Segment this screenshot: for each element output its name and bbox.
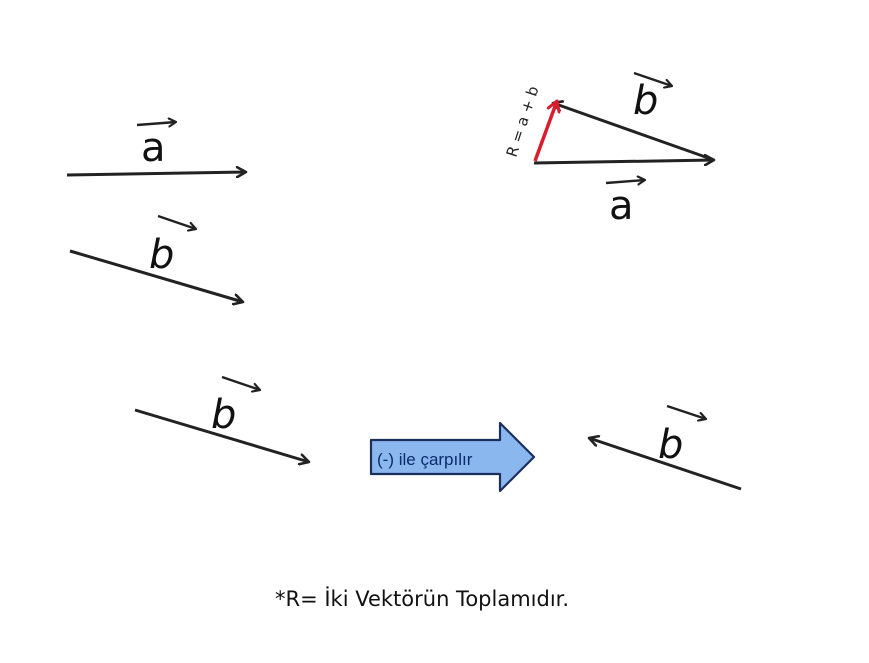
vector-b-label-arrow (157, 214, 196, 229)
sum-b-label-arrow (633, 71, 672, 86)
sum-a-label: a (609, 183, 634, 229)
resultant-label: R = a + b (503, 84, 543, 159)
vector-a: a (66, 122, 246, 175)
vector-a-label-arrow (136, 122, 176, 125)
footnote-text: *R= İki Vektörün Toplamıdır. (275, 586, 569, 611)
operation-label: (-) ile çarpılır (377, 450, 473, 469)
sum-vector-a-line (533, 160, 714, 163)
vector-b-negated-label: b (658, 422, 683, 468)
vector-a-line (66, 172, 246, 175)
vector-b-negated: b (589, 404, 742, 491)
multiply-by-negative-arrow: (-) ile çarpılır (369, 421, 536, 493)
sum-a-label-arrow (605, 180, 645, 183)
vector-b-negated-line (589, 438, 742, 491)
vector-b-label: b (149, 232, 174, 278)
vector-b-original-line (134, 408, 309, 462)
operation-arrow-shape (369, 421, 536, 493)
vector-b: b (69, 214, 243, 302)
vector-b-line (69, 249, 243, 302)
vector-a-label: a (141, 125, 166, 171)
vector-b-original: b (134, 375, 309, 462)
vector-sum-triangle: b a R = a + b (503, 71, 715, 229)
vector-b-negated-label-arrow (666, 404, 706, 419)
vector-b-original-label-arrow (221, 375, 260, 390)
vector-b-original-label: b (211, 392, 236, 438)
resultant-vector-line (533, 101, 557, 162)
sum-vector-b-line (553, 103, 715, 162)
sum-b-label: b (633, 78, 658, 124)
